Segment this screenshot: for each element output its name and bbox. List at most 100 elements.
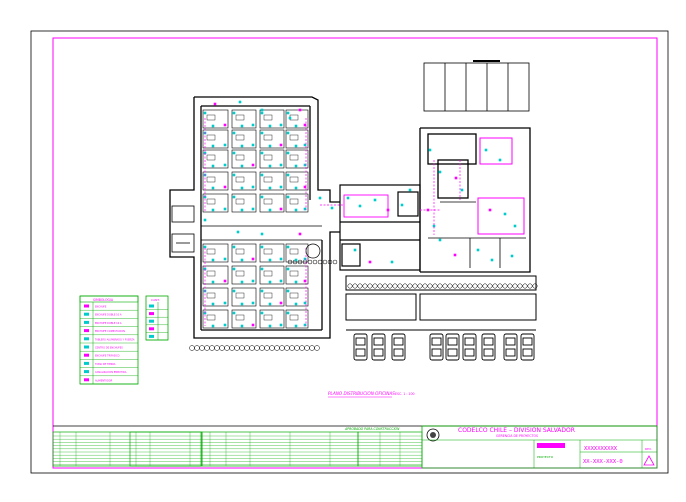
outlet-symbol xyxy=(232,195,236,199)
car-windshield xyxy=(505,337,516,346)
outlet-symbol xyxy=(488,208,492,212)
office-cell xyxy=(259,129,285,149)
desk xyxy=(263,270,273,277)
car-windshield xyxy=(431,337,442,346)
outlet-symbol xyxy=(268,144,272,148)
outlet-symbol xyxy=(268,280,272,284)
shrub xyxy=(254,345,260,351)
outlet-symbol xyxy=(251,279,255,283)
office-cell xyxy=(259,109,285,129)
office-cell xyxy=(259,265,285,285)
outlet-symbol xyxy=(303,323,307,327)
shrub xyxy=(532,283,538,289)
outlet-symbol xyxy=(279,163,283,167)
outlet-symbol xyxy=(232,151,236,155)
desk xyxy=(263,134,273,141)
outlet-symbol xyxy=(510,254,514,258)
outlet-symbol xyxy=(240,280,244,284)
office-cell xyxy=(202,129,229,149)
outlet-symbol xyxy=(223,301,227,305)
outlet-symbol xyxy=(386,208,390,212)
outlet-symbol xyxy=(268,324,272,328)
shrub xyxy=(522,283,528,289)
outlet-symbol xyxy=(260,195,264,199)
shrub xyxy=(249,345,255,351)
shrub xyxy=(462,283,468,289)
shrub xyxy=(467,283,473,289)
outlet-symbol xyxy=(251,207,255,211)
desk xyxy=(289,198,299,205)
desk xyxy=(263,114,273,121)
desk xyxy=(263,198,273,205)
outlet-symbol xyxy=(303,123,307,127)
shrub xyxy=(472,283,478,289)
outlet-symbol xyxy=(298,108,302,112)
legend-symbol-icon xyxy=(84,312,89,316)
desk xyxy=(289,248,299,255)
shrub xyxy=(497,283,503,289)
outlet-symbol xyxy=(223,323,227,327)
outlet-symbol xyxy=(498,158,502,162)
restroom-block xyxy=(171,205,195,253)
office-cell xyxy=(259,309,285,329)
outlet-symbol xyxy=(223,163,227,167)
outlet-symbol xyxy=(268,208,272,212)
outlet-symbol xyxy=(240,124,244,128)
car-rear-window xyxy=(431,348,442,357)
desk xyxy=(263,154,273,161)
office-cell xyxy=(285,265,309,285)
outlet-symbol xyxy=(232,289,236,293)
office-cell xyxy=(285,171,309,191)
shrub xyxy=(357,283,363,289)
outlet-symbol xyxy=(260,311,264,315)
desk xyxy=(206,198,216,205)
shrub xyxy=(372,283,378,289)
car-rear-window xyxy=(505,348,516,357)
desk xyxy=(235,270,245,277)
left-wing-walls xyxy=(169,96,340,339)
office-cell xyxy=(231,309,257,329)
outlet-symbol xyxy=(232,267,236,271)
outlet-symbol xyxy=(240,258,244,262)
car xyxy=(429,333,444,361)
outlet-symbol xyxy=(476,248,480,252)
shrub xyxy=(507,283,513,289)
revision-number: XX-XXX-XXX-0 xyxy=(583,459,623,465)
outlet-symbol xyxy=(286,245,290,249)
outlet-symbol xyxy=(346,196,350,200)
car-rear-window xyxy=(355,348,366,357)
outlet-symbol xyxy=(294,186,298,190)
car xyxy=(503,333,518,361)
shrub xyxy=(367,283,373,289)
outlet-symbol xyxy=(390,260,394,264)
floor-plan xyxy=(169,96,538,361)
shrub xyxy=(517,283,523,289)
outlet-symbol xyxy=(260,267,264,271)
outlet-symbol xyxy=(240,324,244,328)
office-cell xyxy=(231,171,257,191)
outlet-symbol xyxy=(358,204,362,208)
landscape-shrubs xyxy=(189,259,538,351)
shrub xyxy=(327,259,333,265)
outlet-symbol xyxy=(484,148,488,152)
outlet-symbol xyxy=(223,185,227,189)
desk xyxy=(235,314,245,321)
outlet-symbol xyxy=(286,311,290,315)
shrub xyxy=(527,283,533,289)
outlet-symbol xyxy=(286,111,290,115)
shrub xyxy=(307,259,313,265)
shrub xyxy=(437,283,443,289)
office-cell xyxy=(231,129,257,149)
office-cell xyxy=(285,149,309,169)
title-block: APROBADO PARA CONSTRUCCION CODELCO CHILE… xyxy=(52,425,658,469)
legend-header: SIMBOLOGIA xyxy=(93,298,114,302)
outlet-symbol xyxy=(203,111,207,115)
outlet-symbol xyxy=(298,232,302,236)
car-windshield xyxy=(483,337,494,346)
legend-symbol-icon xyxy=(84,304,89,308)
office-cell xyxy=(259,149,285,169)
shrub xyxy=(294,345,300,351)
plan-scale: ESC. 1 : 100 xyxy=(395,392,415,396)
outlet-symbol xyxy=(251,163,255,167)
